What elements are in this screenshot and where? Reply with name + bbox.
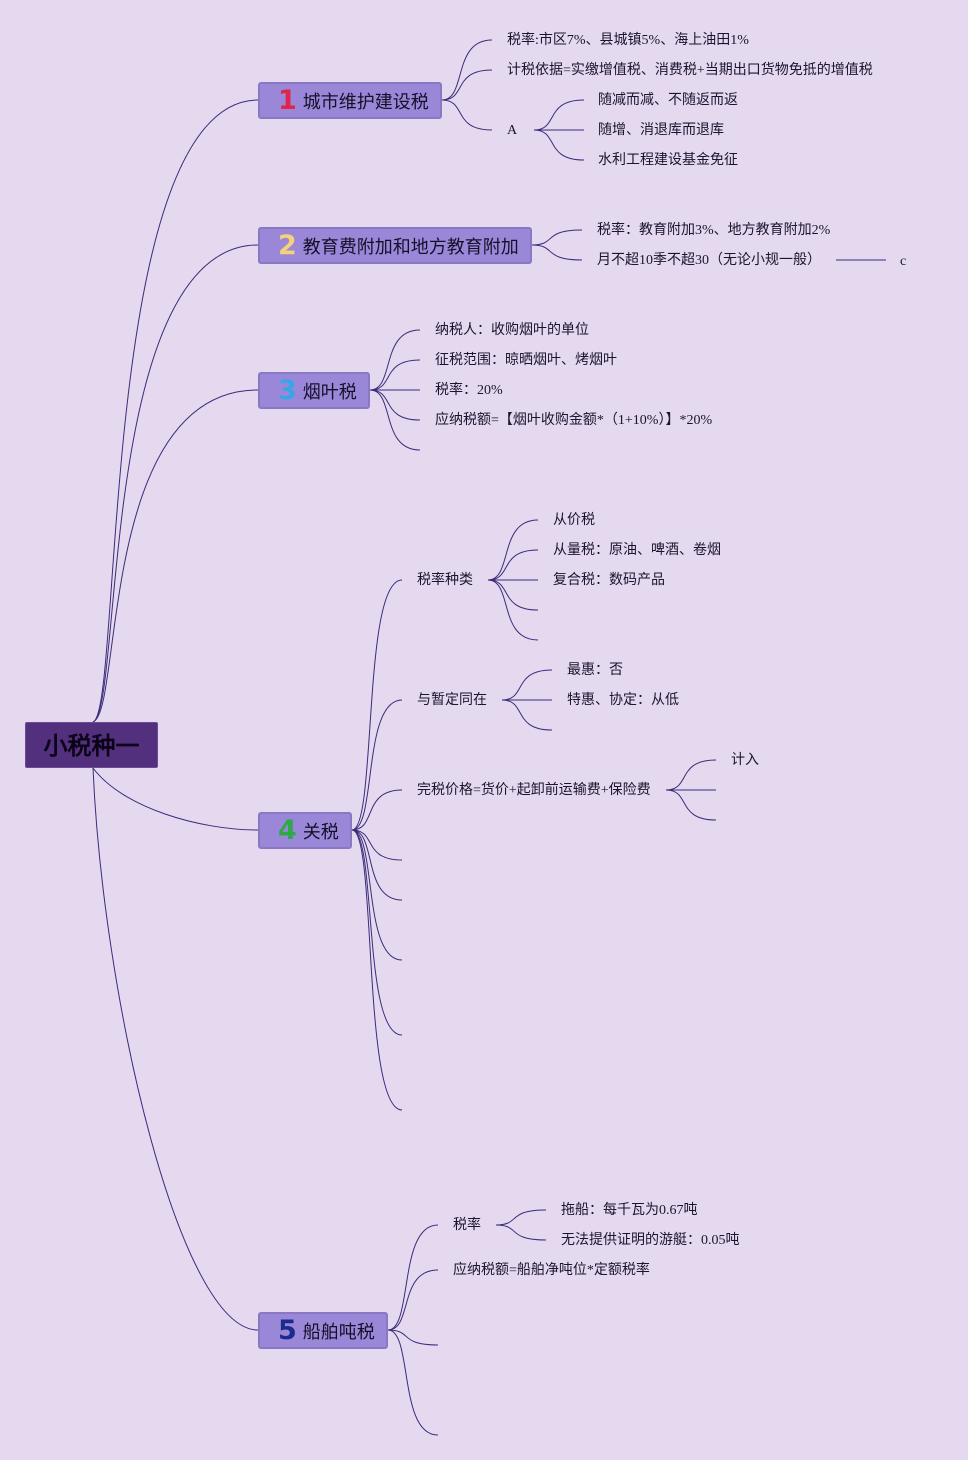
leaf-t3-item[interactable]: 税率：20% (435, 383, 503, 398)
root-topic[interactable]: 小税种一 (25, 722, 158, 768)
connector-line (495, 1209, 547, 1226)
leaf-t5-payable[interactable]: 应纳税额=船舶净吨位*定额税率 (453, 1263, 650, 1278)
root-branch-line (92, 99, 259, 723)
connector-line (441, 69, 493, 101)
connector-line (531, 229, 583, 246)
connector-line (487, 519, 539, 581)
topic-label: 关税 (302, 821, 339, 843)
leaf-t4-provisional-item[interactable]: 最惠：否 (567, 663, 623, 678)
connector-line (369, 329, 421, 391)
connector-line (351, 829, 403, 901)
connector-line (487, 579, 539, 641)
leaf-t4-rate-item[interactable]: 从价税 (553, 513, 595, 528)
connector-line (387, 1269, 439, 1331)
leaf-t1-basis[interactable]: 计税依据=实缴增值税、消费税+当期出口货物免抵的增值税 (507, 63, 873, 78)
topic-number-5: 5 (278, 1315, 297, 1346)
connector-line (533, 99, 585, 131)
topic-number-3: 3 (278, 375, 297, 406)
leaf-t1-rate[interactable]: 税率:市区7%、县城镇5%、海上油田1% (507, 33, 749, 48)
connector-line (369, 359, 421, 391)
connector-line (501, 669, 553, 701)
leaf-t2-c[interactable]: c (900, 254, 907, 269)
leaf-t1-a-item[interactable]: 随增、消退库而退库 (598, 123, 724, 138)
leaf-t5-rate-item[interactable]: 无法提供证明的游艇：0.05吨 (561, 1233, 740, 1248)
topic-label: 船舶吨税 (302, 1321, 375, 1343)
leaf-t4-rate-item[interactable]: 复合税：数码产品 (553, 573, 665, 588)
leaf-t4-provisional[interactable]: 与暂定同在 (417, 693, 487, 708)
leaf-t4-dutiable-price[interactable]: 完税价格=货价+起卸前运输费+保险费 (417, 783, 651, 798)
leaf-t2-rate[interactable]: 税率：教育附加3%、地方教育附加2% (597, 223, 831, 238)
connector-line (487, 549, 539, 581)
topic-number-4: 4 (278, 815, 297, 846)
connector-line (501, 699, 553, 731)
connector-line (351, 579, 403, 831)
connector-line (387, 1329, 439, 1436)
leaf-t4-provisional-item[interactable]: 特惠、协定：从低 (567, 693, 679, 708)
connector-line (387, 1329, 439, 1346)
topic-number-2: 2 (278, 230, 297, 261)
root-branch-line (92, 767, 259, 831)
connector-line (351, 829, 403, 1111)
leaf-t1-a[interactable]: A (507, 123, 518, 138)
root-branch-line (92, 767, 259, 1331)
root-branch-line (92, 244, 259, 723)
topic-label: 教育费附加和地方教育附加 (302, 236, 519, 258)
connector-line (369, 389, 421, 451)
leaf-t3-item[interactable]: 征税范围：晾晒烟叶、烤烟叶 (435, 353, 617, 368)
leaf-t4-rate-types[interactable]: 税率种类 (417, 573, 473, 588)
topic-label: 城市维护建设税 (302, 91, 429, 113)
connector-line (351, 829, 403, 961)
connector-line (441, 99, 493, 131)
leaf-t4-dutiable-item[interactable]: 计入 (731, 753, 759, 768)
topic-vessel-tonnage-tax[interactable]: 5 船舶吨税 (258, 1312, 388, 1349)
connector-line (369, 389, 421, 421)
leaf-t5-rate-item[interactable]: 拖船：每千瓦为0.67吨 (561, 1203, 698, 1218)
connector-line (351, 829, 403, 1036)
connector-line (351, 829, 403, 861)
leaf-t5-rate[interactable]: 税率 (453, 1218, 481, 1233)
connector-line (665, 789, 717, 821)
leaf-t1-a-item[interactable]: 随减而减、不随返而返 (598, 93, 738, 108)
leaf-t2-month[interactable]: 月不超10季不超30（无论小规一般） (597, 253, 821, 268)
topic-urban-maintenance-tax[interactable]: 1 城市维护建设税 (258, 82, 442, 119)
connector-line (495, 1224, 547, 1241)
leaf-t1-a-item[interactable]: 水利工程建设基金免征 (598, 153, 738, 168)
topic-tobacco-leaf-tax[interactable]: 3 烟叶税 (258, 372, 370, 409)
connector-line (487, 579, 539, 611)
connector-line (531, 244, 583, 261)
leaf-t3-item[interactable]: 应纳税额=【烟叶收购金额*（1+10%）】*20% (435, 413, 713, 428)
connector-line (441, 39, 493, 101)
connector-line (351, 789, 403, 831)
connector-line (665, 759, 717, 791)
leaf-t3-item[interactable]: 纳税人：收购烟叶的单位 (435, 323, 589, 338)
topic-customs-duty[interactable]: 4 关税 (258, 812, 352, 849)
connector-line (351, 699, 403, 831)
connector-line (533, 129, 585, 161)
topic-label: 烟叶税 (302, 381, 357, 403)
topic-number-1: 1 (278, 85, 297, 116)
leaf-t4-rate-item[interactable]: 从量税：原油、啤酒、卷烟 (553, 543, 721, 558)
topic-education-surcharge[interactable]: 2 教育费附加和地方教育附加 (258, 227, 532, 264)
root-branch-line (92, 389, 259, 723)
connector-line (387, 1224, 439, 1331)
